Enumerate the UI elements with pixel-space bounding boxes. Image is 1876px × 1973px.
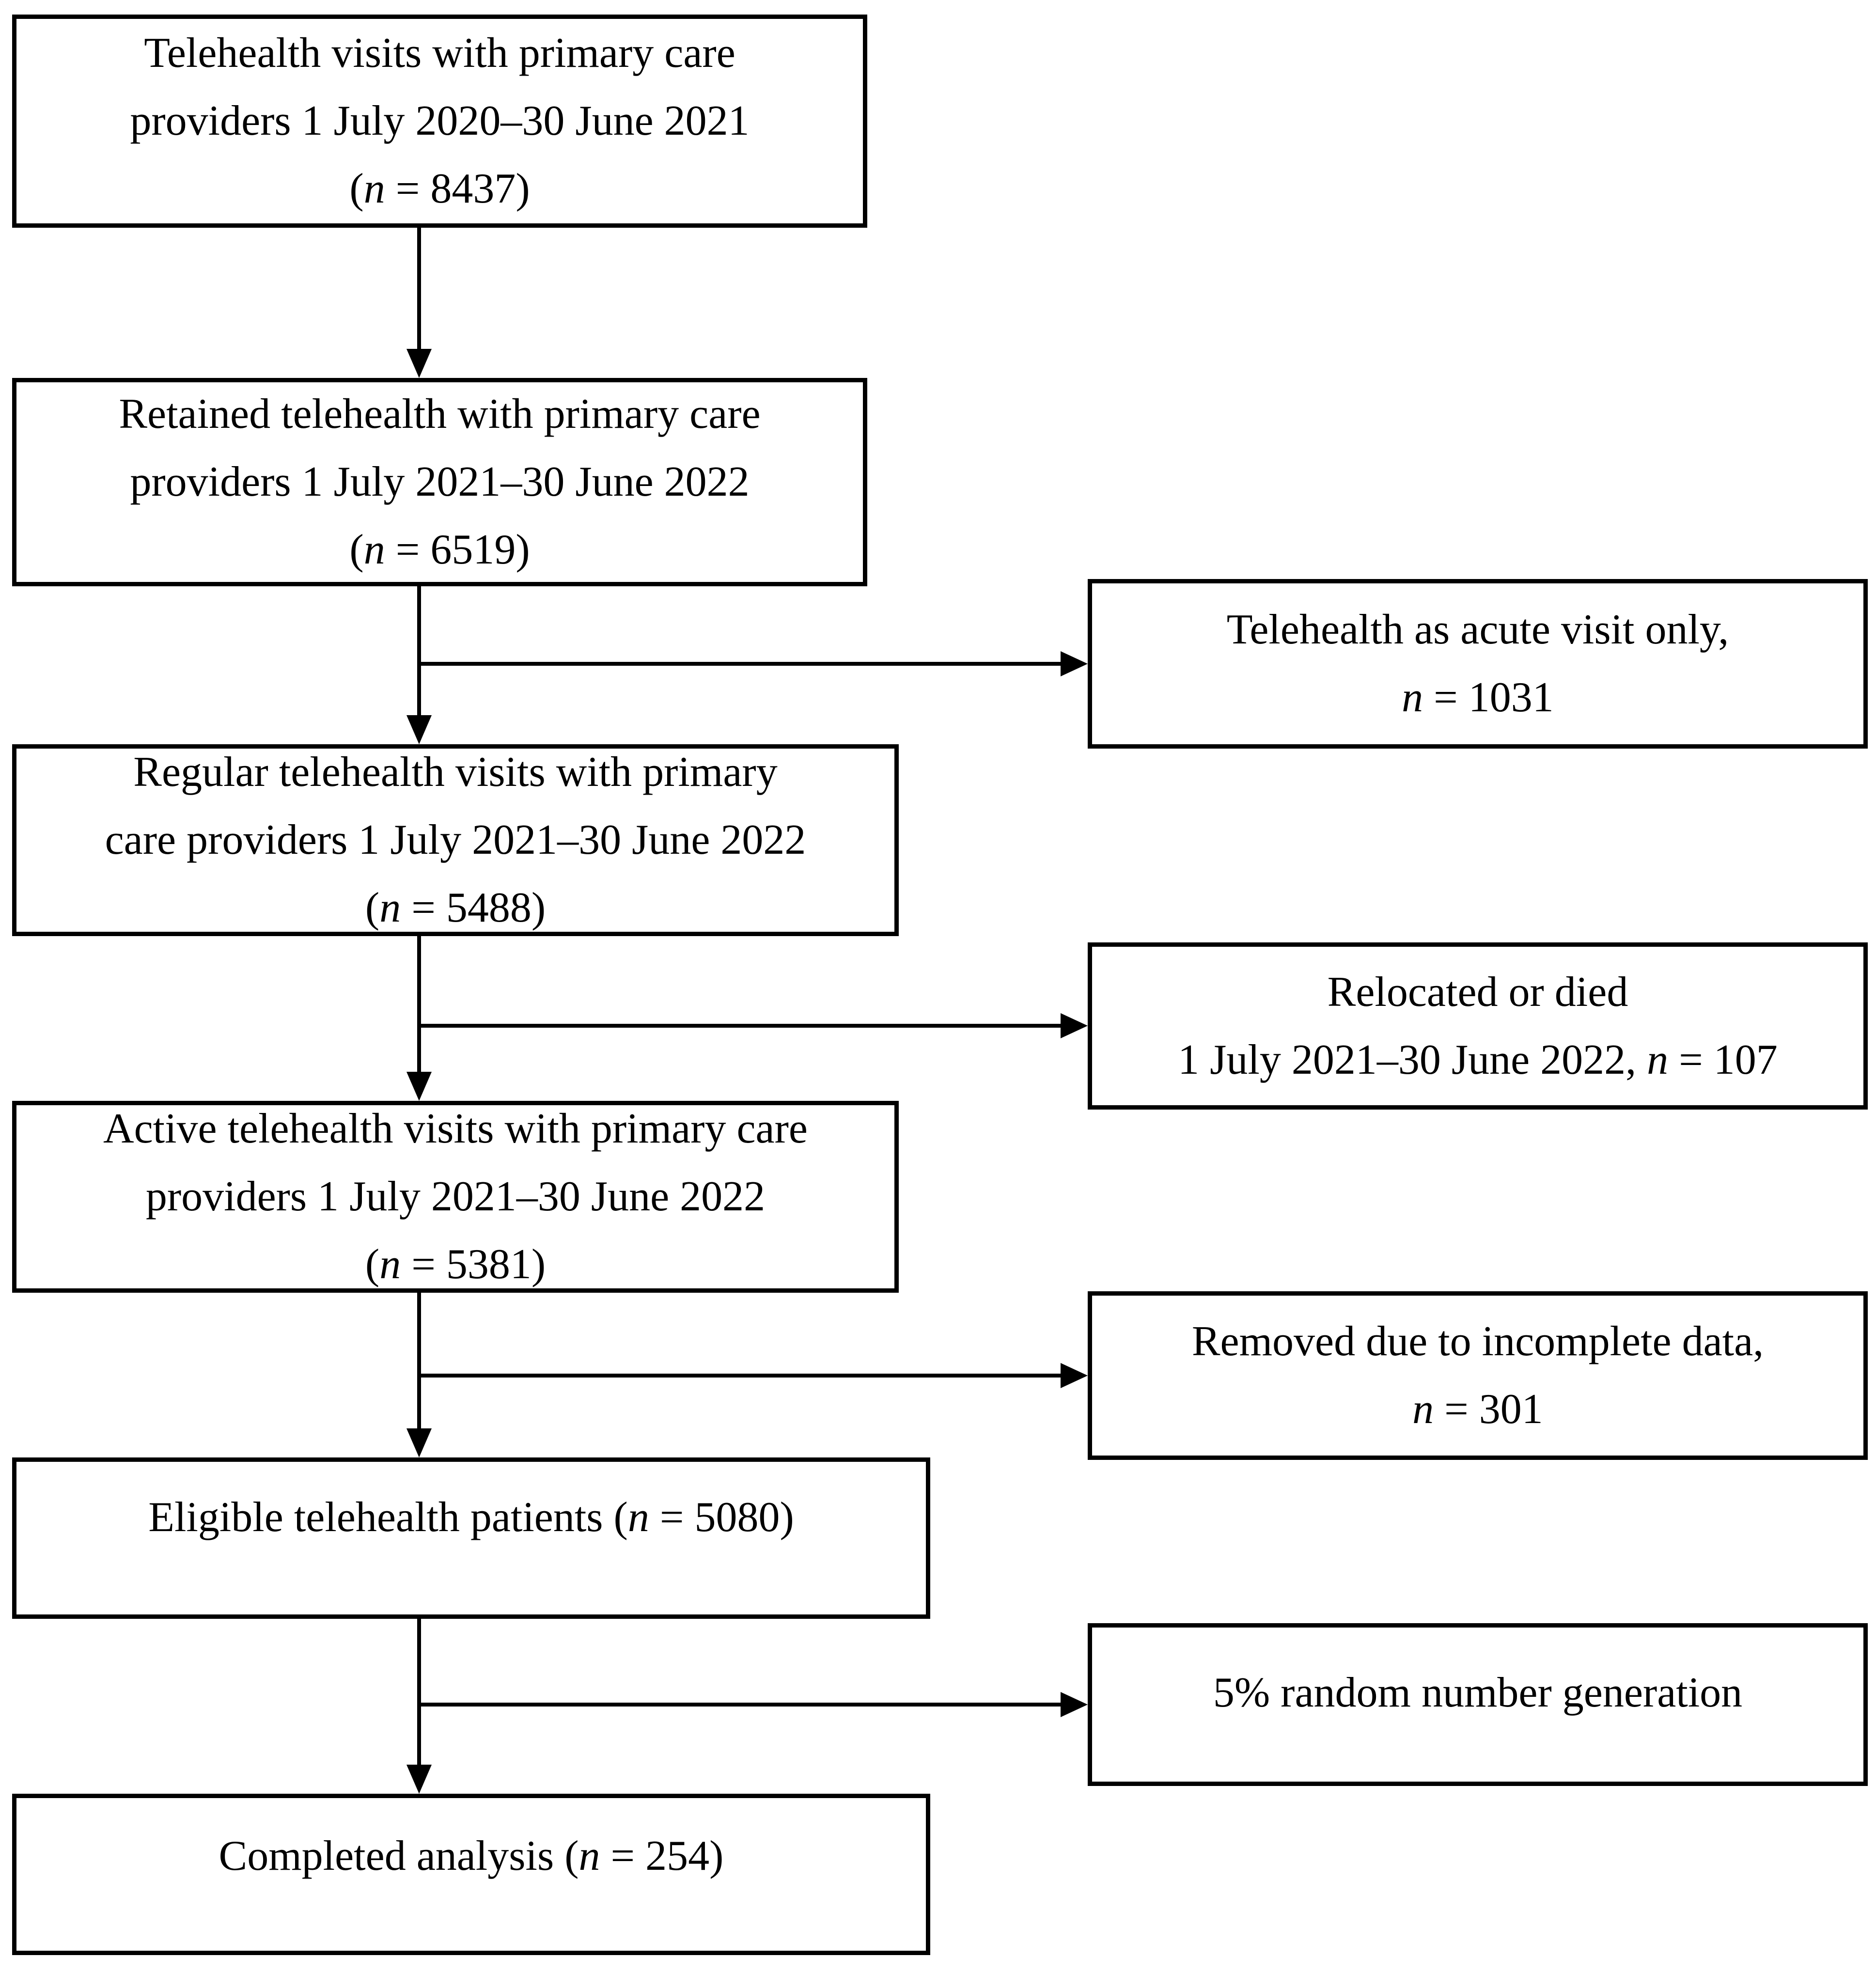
arrowhead-down-b6 <box>406 1765 432 1794</box>
box-line: providers 1 July 2020–30 June 2021 <box>130 97 750 144</box>
connector-b4-b5 <box>417 1293 421 1429</box>
box-line: Regular telehealth visits with primary <box>133 749 778 796</box>
n-symbol: n <box>379 884 401 931</box>
box-line: Telehealth visits with primary care <box>144 30 735 77</box>
box-completed-analysis: Completed analysis (n = 254) <box>12 1794 930 1955</box>
box-regular-telehealth: Regular telehealth visits with primary c… <box>12 744 899 936</box>
box-line-n: n = 301 <box>1412 1386 1543 1433</box>
n-symbol: n <box>1402 674 1423 721</box>
branch-removed-incomplete <box>419 1374 1062 1378</box>
arrowhead-right-relocated-died <box>1061 1013 1088 1038</box>
box-line: 5% random number generation <box>1213 1669 1743 1716</box>
box-line-n: Eligible telehealth patients (n = 5080) <box>148 1494 794 1541</box>
box-line-n: n = 1031 <box>1402 674 1554 721</box>
arrowhead-down-b2 <box>406 349 432 378</box>
box-line: Active telehealth visits with primary ca… <box>103 1105 808 1152</box>
box-line: Retained telehealth with primary care <box>119 391 761 438</box>
box-eligible-patients: Eligible telehealth patients (n = 5080) <box>12 1457 930 1619</box>
branch-relocated-died <box>419 1024 1062 1028</box>
box-telehealth-visits-2020: Telehealth visits with primary care prov… <box>12 15 867 228</box>
arrowhead-down-b4 <box>406 1072 432 1101</box>
box-active-telehealth: Active telehealth visits with primary ca… <box>12 1101 899 1293</box>
box-line: Telehealth as acute visit only, <box>1226 606 1729 653</box>
box-line: Removed due to incomplete data, <box>1191 1318 1764 1365</box>
n-symbol: n <box>1412 1386 1434 1433</box>
box-line: providers 1 July 2021–30 June 2022 <box>130 458 750 505</box>
n-symbol: n <box>363 526 385 573</box>
n-symbol: n <box>1647 1036 1669 1083</box>
box-removed-incomplete-data: Removed due to incomplete data, n = 301 <box>1088 1291 1868 1460</box>
branch-random-number <box>419 1703 1062 1707</box>
box-line-n: 1 July 2021–30 June 2022, n = 107 <box>1178 1036 1778 1083</box>
arrowhead-right-acute-visit <box>1061 651 1088 676</box>
box-line-n: (n = 5488) <box>365 884 546 931</box>
n-symbol: n <box>578 1832 600 1879</box>
box-line: Relocated or died <box>1327 968 1628 1016</box>
box-line: providers 1 July 2021–30 June 2022 <box>145 1173 766 1220</box>
box-line-n: (n = 5381) <box>365 1241 546 1288</box>
box-random-number-generation: 5% random number generation <box>1088 1623 1868 1786</box>
connector-b5-b6 <box>417 1619 421 1766</box>
arrowhead-right-random-number <box>1061 1692 1088 1717</box>
connector-b2-b3 <box>417 586 421 716</box>
box-line-n: Completed analysis (n = 254) <box>219 1832 724 1879</box>
box-relocated-or-died: Relocated or died 1 July 2021–30 June 20… <box>1088 942 1868 1110</box>
box-acute-visit-only: Telehealth as acute visit only, n = 1031 <box>1088 579 1868 749</box>
branch-acute-visit <box>419 662 1062 666</box>
n-symbol: n <box>379 1241 401 1288</box>
box-line-n: (n = 6519) <box>349 526 530 573</box>
box-retained-telehealth: Retained telehealth with primary care pr… <box>12 378 867 586</box>
box-line: care providers 1 July 2021–30 June 2022 <box>105 816 806 863</box>
n-symbol: n <box>363 165 385 212</box>
arrowhead-right-removed-incomplete <box>1061 1363 1088 1388</box>
n-symbol: n <box>627 1494 649 1541</box>
connector-b1-b2 <box>417 228 421 350</box>
arrowhead-down-b5 <box>406 1428 432 1457</box>
connector-b3-b4 <box>417 936 421 1073</box>
arrowhead-down-b3 <box>406 715 432 744</box>
box-line-n: (n = 8437) <box>349 165 530 212</box>
